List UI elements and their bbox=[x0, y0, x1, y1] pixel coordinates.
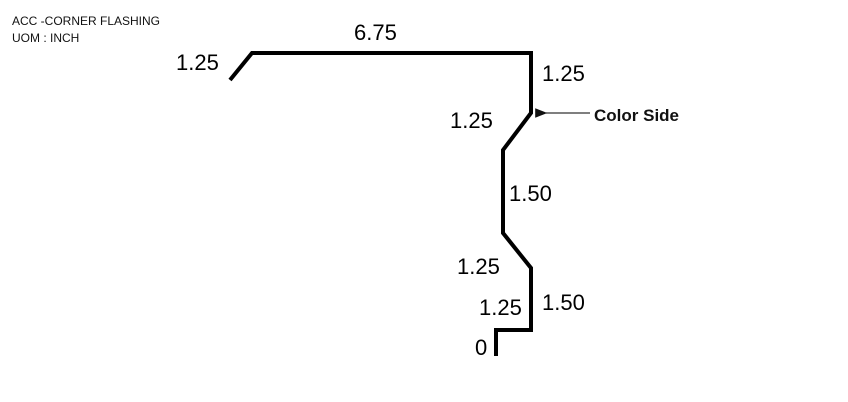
unit-of-measure: UOM : INCH bbox=[12, 31, 80, 45]
dim-lower-slant: 1.25 bbox=[457, 254, 500, 279]
dim-bottom-return: 1.25 bbox=[479, 295, 522, 320]
dim-upper-vertical: 1.50 bbox=[509, 181, 552, 206]
dim-bottom-end: 0 bbox=[475, 335, 487, 360]
color-side-label: Color Side bbox=[594, 106, 679, 125]
dim-top: 6.75 bbox=[354, 20, 397, 45]
flashing-profile-line bbox=[228, 51, 533, 356]
dim-right-drop: 1.25 bbox=[542, 61, 585, 86]
dim-left-hem: 1.25 bbox=[176, 50, 219, 75]
dim-lower-vertical: 1.50 bbox=[542, 290, 585, 315]
dim-upper-slant: 1.25 bbox=[450, 108, 493, 133]
drawing-title: ACC -CORNER FLASHING bbox=[12, 14, 161, 28]
drawing-header: ACC -CORNER FLASHING UOM : INCH bbox=[12, 13, 160, 47]
